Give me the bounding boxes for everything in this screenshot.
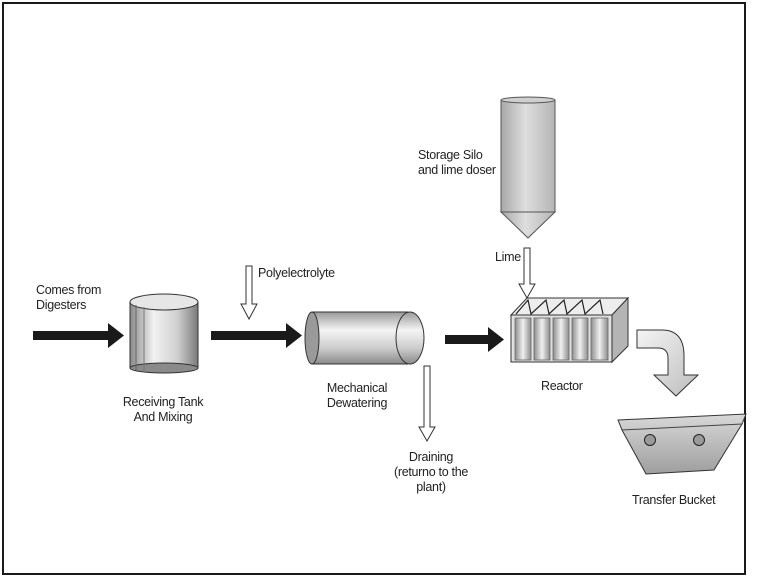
arrow-to-dewatering (211, 323, 302, 348)
curved-arrow-to-bucket (636, 329, 700, 397)
polyelectrolyte-arrow (240, 265, 258, 321)
receiving-tank (129, 293, 199, 374)
storage-silo (499, 96, 557, 239)
dewatering-cylinder (304, 311, 425, 365)
label-storage-silo: Storage Silo and lime doser (418, 148, 496, 177)
transfer-bucket (617, 413, 747, 475)
label-draining: Draining (returno to the plant) (393, 450, 469, 494)
label-receiving-tank: Receiving Tank And Mixing (122, 395, 204, 424)
reactor (509, 296, 630, 364)
arrow-from-digesters (33, 323, 124, 348)
label-transfer-bucket: Transfer Bucket (632, 493, 716, 507)
draining-arrow (418, 365, 436, 443)
label-mechanical-dewatering: Mechanical Dewatering (326, 381, 388, 410)
label-lime: Lime (495, 250, 521, 264)
arrow-to-reactor (445, 327, 504, 352)
lime-arrow (518, 247, 536, 300)
diagram-frame (2, 2, 746, 575)
label-comes-from-digesters: Comes from Digesters (36, 283, 102, 312)
label-reactor: Reactor (541, 379, 583, 393)
label-polyelectrolyte: Polyelectrolyte (258, 266, 335, 280)
